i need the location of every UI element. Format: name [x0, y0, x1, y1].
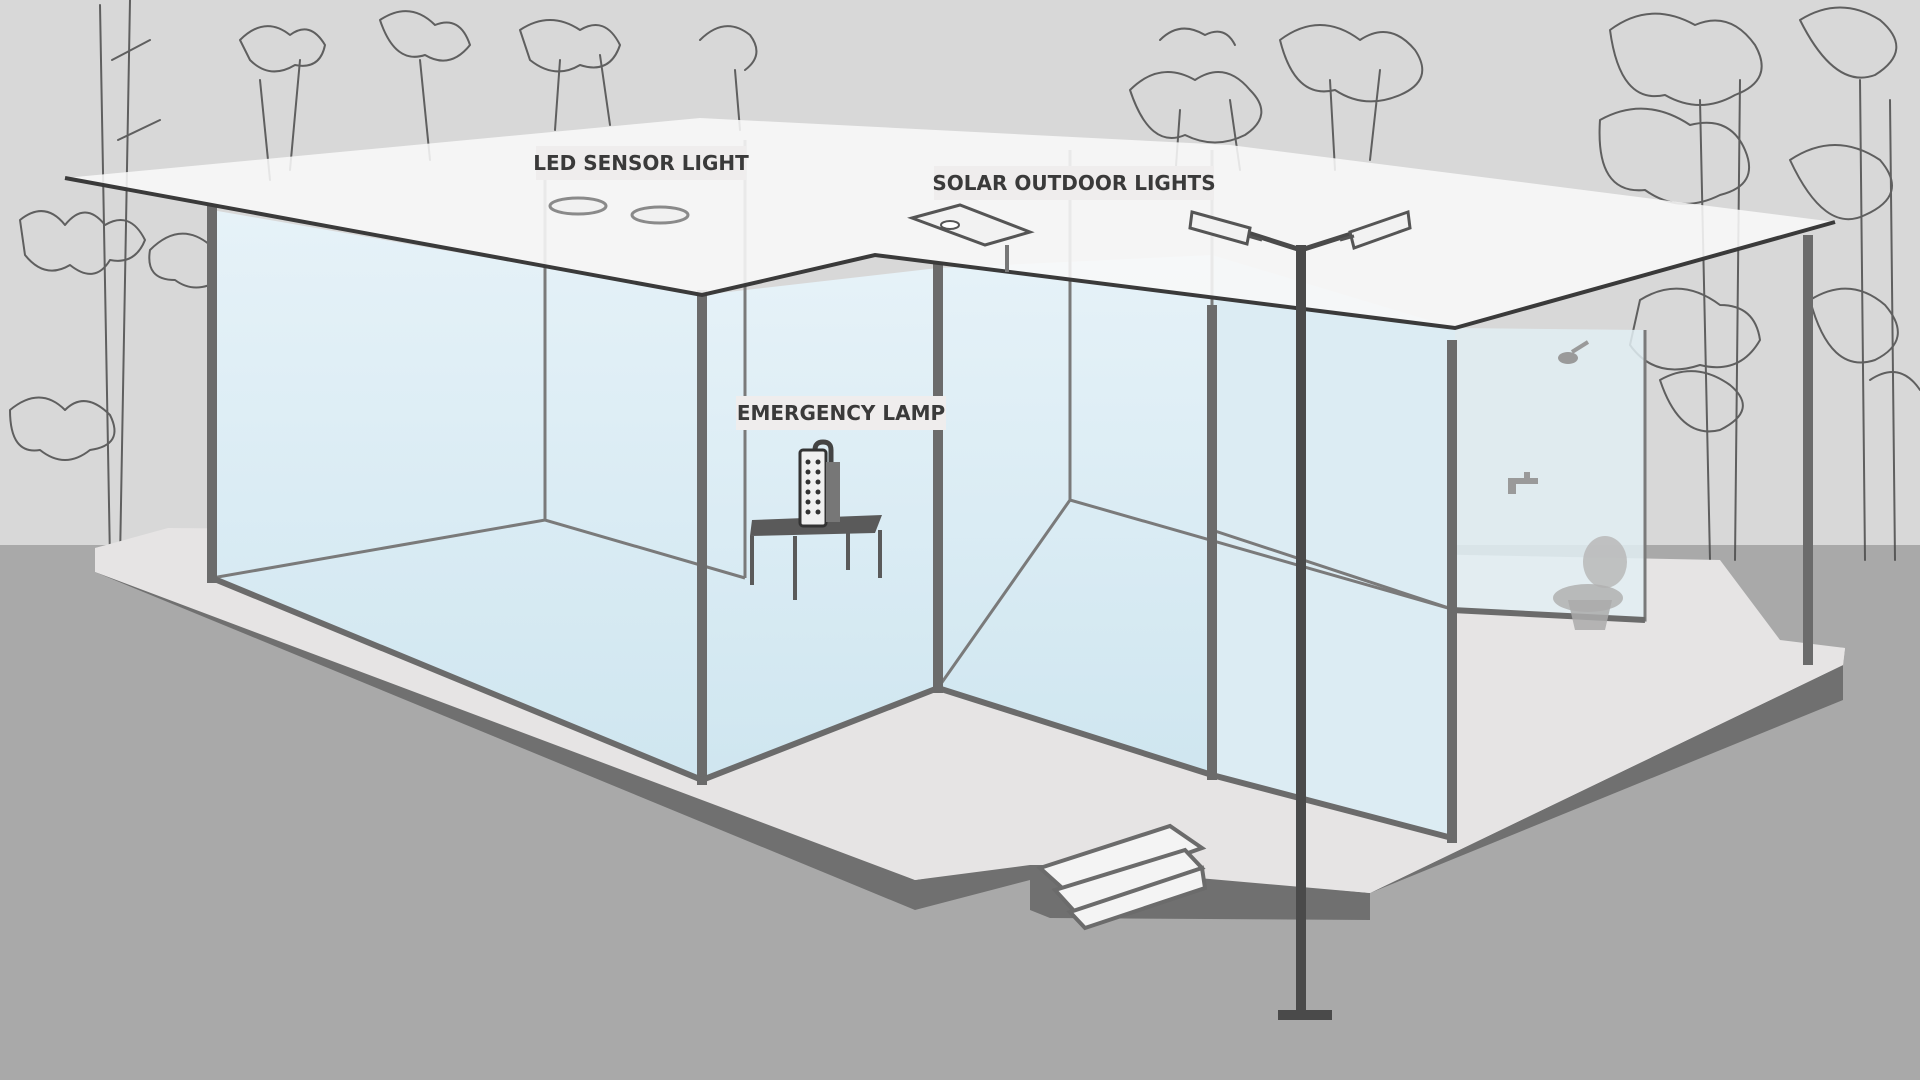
tree-sketch: [9, 396, 116, 461]
solar-street-light-icon: [1188, 209, 1412, 1020]
tree-sketch: [1809, 287, 1920, 391]
emergency-lamp-icon: [798, 439, 840, 528]
callout-solar-outdoor-lights: SOLAR OUTDOOR LIGHTS: [932, 166, 1216, 200]
glass-wall-right: [938, 255, 1212, 775]
label-solar-outdoor-lights: SOLAR OUTDOOR LIGHTS: [932, 171, 1215, 195]
tree-sketch: [519, 19, 621, 131]
tree-sketches: [9, 0, 1920, 561]
frame-base: [210, 575, 1646, 841]
led-sensor-light-group: [548, 196, 690, 225]
tree-sketch: [1699, 79, 1896, 561]
faucet-icon: [1508, 472, 1538, 494]
shower-head-icon: [1558, 340, 1590, 364]
tree-sketch: [99, 0, 161, 561]
tree-sketch: [1279, 24, 1424, 171]
tree-sketch: [379, 10, 471, 161]
ceiling-light-icon: [548, 196, 608, 216]
tree-sketch: [1159, 27, 1236, 46]
roof-edge: [64, 176, 1836, 331]
label-led-sensor-light: LED SENSOR LIGHT: [533, 151, 749, 175]
glass-wall-left: [212, 210, 702, 780]
toilet-icon: [1553, 536, 1627, 630]
tree-sketch: [1629, 287, 1761, 433]
frame-posts: [207, 205, 1813, 843]
stairs-icon: [1036, 823, 1208, 931]
solar-wall-light-icon: [907, 203, 1035, 272]
tree-sketch: [1609, 12, 1763, 106]
label-emergency-lamp: EMERGENCY LAMP: [737, 401, 945, 425]
ceiling-light-icon: [630, 205, 690, 225]
tree-sketch: [1598, 107, 1750, 205]
tree-sketch: [19, 210, 146, 275]
callout-emergency-lamp: EMERGENCY LAMP: [736, 396, 946, 430]
glass-wall-far-right: [1212, 255, 1455, 840]
callout-led-sensor-light: LED SENSOR LIGHT: [533, 146, 749, 180]
